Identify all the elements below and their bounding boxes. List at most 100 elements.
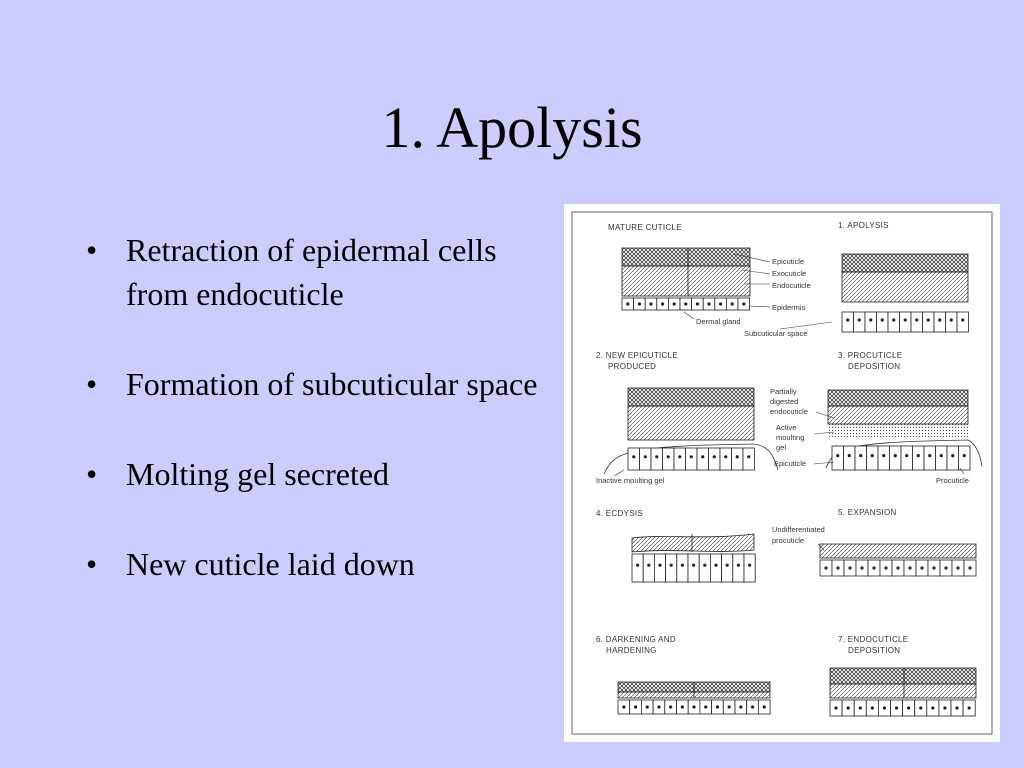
epidermal-cell [956, 311, 969, 333]
epidermal-cell [900, 445, 913, 471]
cell-nucleus [637, 302, 641, 306]
cell-nucleus [908, 566, 912, 570]
cell-nucleus [748, 563, 752, 567]
panel-subtitle: HARDENING [606, 646, 657, 655]
cell-nucleus [894, 706, 899, 710]
cell-nucleus [893, 454, 897, 458]
cell-nucleus [869, 318, 873, 322]
label-endocuticle: Endocuticle [772, 281, 811, 290]
epidermal-cell [876, 311, 889, 333]
epidermal-cell [650, 447, 663, 471]
epidermal-cell [642, 553, 655, 583]
bullet-item: New cuticle laid down [82, 542, 552, 586]
epidermal-cell [935, 445, 948, 471]
panel-subtitle: PRODUCED [608, 362, 656, 371]
epidermal-cell [696, 447, 709, 471]
epidermal-cell [732, 553, 745, 583]
bullet-item: Retraction of epidermal cells from endoc… [82, 228, 552, 316]
cell-nucleus [931, 706, 935, 710]
cell-nucleus [846, 706, 850, 710]
cell-nucleus [915, 318, 919, 322]
cell-nucleus [968, 566, 972, 570]
epidermal-cell [719, 447, 732, 471]
cell-nucleus [747, 455, 751, 459]
cell-nucleus [739, 705, 743, 709]
epidermal-cell [887, 311, 900, 333]
slide-title: 1. Apolysis [381, 95, 643, 160]
cell-nucleus [715, 705, 720, 709]
epidermal-cell [687, 553, 700, 583]
cell-nucleus [692, 705, 696, 709]
panel-expansion [819, 543, 977, 577]
cell-nucleus [643, 455, 647, 459]
epidermal-cell [877, 445, 890, 471]
panel-title: 1. APOLYSIS [838, 221, 889, 230]
cell-nucleus [949, 318, 953, 322]
cell-nucleus [892, 318, 896, 322]
cell-nucleus [882, 454, 886, 458]
cell-nucleus [657, 705, 661, 709]
cell-nucleus [707, 302, 711, 306]
epidermal-cell [946, 445, 959, 471]
panel-darkening-hardening [617, 681, 771, 715]
cell-nucleus [714, 563, 718, 567]
cell-nucleus [632, 455, 636, 459]
label-gel: gel [776, 443, 786, 452]
cell-nucleus [932, 566, 936, 570]
cell-nucleus [928, 454, 932, 458]
cell-nucleus [848, 566, 852, 570]
panel-title: 5. EXPANSION [838, 508, 897, 517]
cell-nucleus [645, 705, 649, 709]
cell-nucleus [880, 318, 884, 322]
cell-nucleus [847, 454, 851, 458]
cuticle-moulting-figure: MATURE CUTICLE 1. APOLYSIS 2. NEW EPICUT… [564, 204, 1000, 742]
epidermal-cell [743, 553, 756, 583]
label-subcuticular-space: Subcuticular space [744, 329, 807, 338]
cell-nucleus [750, 705, 755, 709]
epidermal-cell [912, 445, 925, 471]
cell-nucleus [736, 563, 740, 567]
cell-nucleus [689, 455, 693, 459]
cell-nucleus [872, 566, 876, 570]
cell-nucleus [955, 706, 959, 710]
label-epicuticle: Epicuticle [772, 257, 804, 266]
panel-title: MATURE CUTICLE [608, 223, 682, 232]
epidermal-cell [639, 447, 652, 471]
panel-title: 4. ECDYSIS [596, 509, 643, 518]
cell-nucleus [962, 454, 966, 458]
cell-nucleus [727, 705, 731, 709]
label-procuticle-undiff: procuticle [772, 536, 804, 545]
epidermal-cell [854, 445, 867, 471]
cell-nucleus [649, 302, 653, 306]
panel-apolysis [841, 253, 969, 333]
epidermal-cell [631, 553, 644, 583]
cell-nucleus [956, 566, 960, 570]
label-exocuticle: Exocuticle [772, 269, 806, 278]
cell-nucleus [672, 302, 676, 306]
cell-nucleus [669, 563, 673, 567]
label-dermal-gland: Dermal gland [696, 317, 741, 326]
epidermal-cell [853, 311, 866, 333]
epidermal-cell [662, 447, 675, 471]
cell-nucleus [836, 566, 840, 570]
cell-nucleus [762, 705, 766, 709]
cell-nucleus [684, 302, 688, 306]
cell-nucleus [824, 566, 828, 570]
cell-nucleus [701, 455, 705, 459]
cell-nucleus [678, 455, 682, 459]
epidermal-cell [673, 447, 686, 471]
cell-nucleus [666, 455, 670, 459]
cell-nucleus [724, 455, 728, 459]
label-digested: digested [770, 397, 798, 406]
epidermal-cell [910, 311, 923, 333]
bullet-list: Retraction of epidermal cells from endoc… [82, 228, 552, 586]
cell-nucleus [636, 563, 640, 567]
epidermal-cell [742, 447, 755, 471]
cell-nucleus [658, 563, 662, 567]
cell-nucleus [938, 318, 942, 322]
cell-nucleus [742, 302, 746, 306]
cell-nucleus [884, 566, 888, 570]
cell-nucleus [730, 302, 734, 306]
bullet-item: Formation of subcuticular space [82, 362, 552, 406]
epidermal-cell [831, 445, 844, 471]
